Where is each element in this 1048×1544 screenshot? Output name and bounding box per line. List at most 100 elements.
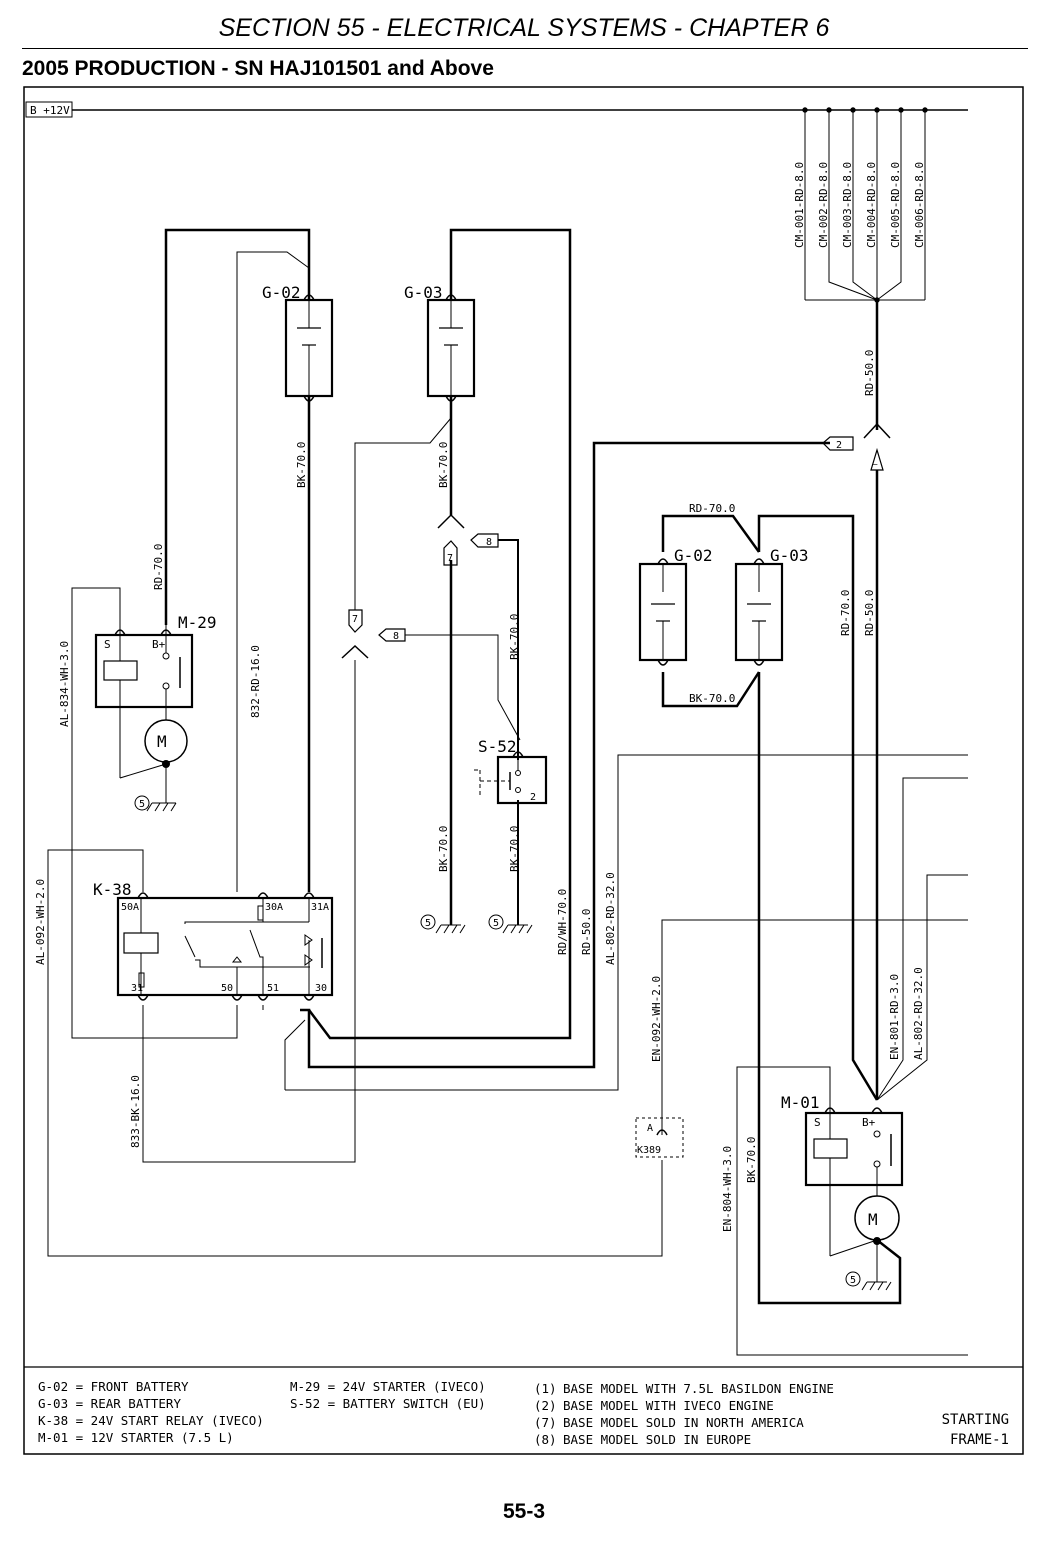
connector-v-left xyxy=(341,644,369,659)
header-rule xyxy=(22,48,1028,49)
en092-wire xyxy=(661,919,968,1135)
wire-rdwh70: RD/WH-70.0 xyxy=(556,889,569,955)
bk70-s52-cable xyxy=(498,539,519,760)
pin-s52-2: 2 xyxy=(530,792,536,803)
legend-g03: G-03 = REAR BATTERY xyxy=(38,1396,181,1411)
frame-id: FRAME-1 xyxy=(950,1432,1009,1448)
wire-cm001: CM-001-RD-8.0 xyxy=(793,162,806,248)
connector-k389 xyxy=(635,1117,684,1158)
diagram-frame xyxy=(23,86,1024,1455)
legend-g02: G-02 = FRONT BATTERY xyxy=(38,1379,189,1394)
label-g03-right: G-03 xyxy=(770,546,809,565)
wire-bk70-g03: BK-70.0 xyxy=(437,442,450,488)
ref-7a: 7 xyxy=(447,553,453,564)
motor-m29: M xyxy=(157,732,167,751)
rd70-right-cable xyxy=(757,514,879,1101)
battery-g02-top xyxy=(284,298,334,398)
rd70-m29-cable xyxy=(164,228,311,625)
note-7-text: BASE MODEL SOLD IN NORTH AMERICA xyxy=(563,1415,804,1430)
connector-v-top xyxy=(863,422,891,439)
label-k389: K389 xyxy=(637,1145,661,1156)
wire-al802-right: AL-802-RD-32.0 xyxy=(912,967,925,1060)
pin-k38-31a: 31A xyxy=(311,902,329,913)
label-g02-top: G-02 xyxy=(262,283,301,302)
wire-rd50-mid: RD-50.0 xyxy=(580,909,593,955)
wire-bk70-g02: BK-70.0 xyxy=(295,442,308,488)
note-7-num: (7) xyxy=(534,1415,557,1430)
wire-bk70-gnd2: BK-70.0 xyxy=(508,826,521,872)
pin-k38-51: 51 xyxy=(267,983,279,994)
al834-wire xyxy=(71,587,238,1039)
pin-k38-50a: 50A xyxy=(121,902,139,913)
label-m29: M-29 xyxy=(178,613,217,632)
legend-m01: M-01 = 12V STARTER (7.5 L) xyxy=(38,1430,234,1445)
m01-signal-wires xyxy=(876,777,968,1101)
pin-m01-s: S xyxy=(814,1116,821,1129)
gnd-ref-3: 5 xyxy=(493,918,499,929)
section-title: SECTION 55 - ELECTRICAL SYSTEMS - CHAPTE… xyxy=(218,14,830,42)
relay-k38 xyxy=(116,896,334,997)
legend-k38: K-38 = 24V START RELAY (IVECO) xyxy=(38,1413,264,1428)
sw-link-wire xyxy=(354,417,452,610)
wire-cm004: CM-004-RD-8.0 xyxy=(865,162,878,248)
gnd-ref-4: 5 xyxy=(850,1275,856,1286)
w833-wire xyxy=(142,660,356,1163)
note-2-num: (2) xyxy=(534,1398,557,1413)
ref-7b: 7 xyxy=(352,614,358,625)
battery-g03-top xyxy=(426,298,476,398)
wire-al834: AL-834-WH-3.0 xyxy=(58,641,71,727)
battery-g03-right xyxy=(734,562,784,662)
note-1-num: (1) xyxy=(534,1381,557,1396)
gnd-ref-1: 5 xyxy=(139,799,145,810)
wire-en804: EN-804-WH-3.0 xyxy=(721,1146,734,1232)
wire-rd70-link: RD-70.0 xyxy=(689,502,735,515)
pin-m29-b: B+ xyxy=(152,638,166,651)
ground-symbols xyxy=(134,780,892,1291)
en804-wire xyxy=(736,1066,968,1356)
legend-s52: S-52 = BATTERY SWITCH (EU) xyxy=(290,1396,486,1411)
connector-v-g03 xyxy=(437,513,465,529)
option-connectors xyxy=(348,436,854,642)
frame-title: STARTING xyxy=(942,1412,1009,1428)
pin-k389-a: A xyxy=(647,1123,653,1134)
wire-cm006: CM-006-RD-8.0 xyxy=(913,162,926,248)
rdwh70-cable xyxy=(308,228,572,1040)
pin-k38-50: 50 xyxy=(221,983,233,994)
w832-wire xyxy=(236,251,310,892)
page-number: 55-3 xyxy=(502,1500,546,1523)
label-m01: M-01 xyxy=(781,1093,820,1112)
supply-label: B +12V xyxy=(30,104,70,117)
gnd-ref-2: 5 xyxy=(425,918,431,929)
pin-k38-30: 30 xyxy=(315,983,327,994)
production-title: 2005 PRODUCTION - SN HAJ101501 and Above xyxy=(22,57,494,80)
legend-m29: M-29 = 24V STARTER (IVECO) xyxy=(290,1379,486,1394)
ref-8a: 8 xyxy=(486,537,492,548)
label-k38: K-38 xyxy=(93,880,132,899)
wire-rd50-right: RD-50.0 xyxy=(863,590,876,636)
wire-al802-mid: AL-802-RD-32.0 xyxy=(604,872,617,965)
wire-en092: EN-092-WH-2.0 xyxy=(650,976,663,1062)
note-2-text: BASE MODEL WITH IVECO ENGINE xyxy=(563,1398,774,1413)
bk70-link-cable xyxy=(661,671,761,708)
pin-k38-31: 31 xyxy=(131,983,143,994)
bus-taps xyxy=(802,107,928,303)
rd70-link-cable xyxy=(661,514,761,553)
pin-k38-30a: 30A xyxy=(265,902,283,913)
switch-s52 xyxy=(474,755,548,805)
wire-en801: EN-801-RD-3.0 xyxy=(888,974,901,1060)
pin-caps xyxy=(114,294,883,1136)
pin-m29-s: S xyxy=(104,638,111,651)
wire-bk70-link: BK-70.0 xyxy=(689,692,735,705)
al092-wire xyxy=(47,849,663,1257)
bk70-m01-cable xyxy=(757,672,902,1305)
wire-cm003: CM-003-RD-8.0 xyxy=(841,162,854,248)
wire-bk70-s52: BK-70.0 xyxy=(508,614,521,660)
label-g03-top: G-03 xyxy=(404,283,443,302)
al802-mid-wire xyxy=(262,754,968,1091)
ref-8b: 8 xyxy=(393,631,399,642)
ref-bar: — xyxy=(872,460,878,470)
rd50-mid-cable xyxy=(300,441,830,1069)
label-s52: S-52 xyxy=(478,737,517,756)
battery-g02-right xyxy=(638,562,688,662)
